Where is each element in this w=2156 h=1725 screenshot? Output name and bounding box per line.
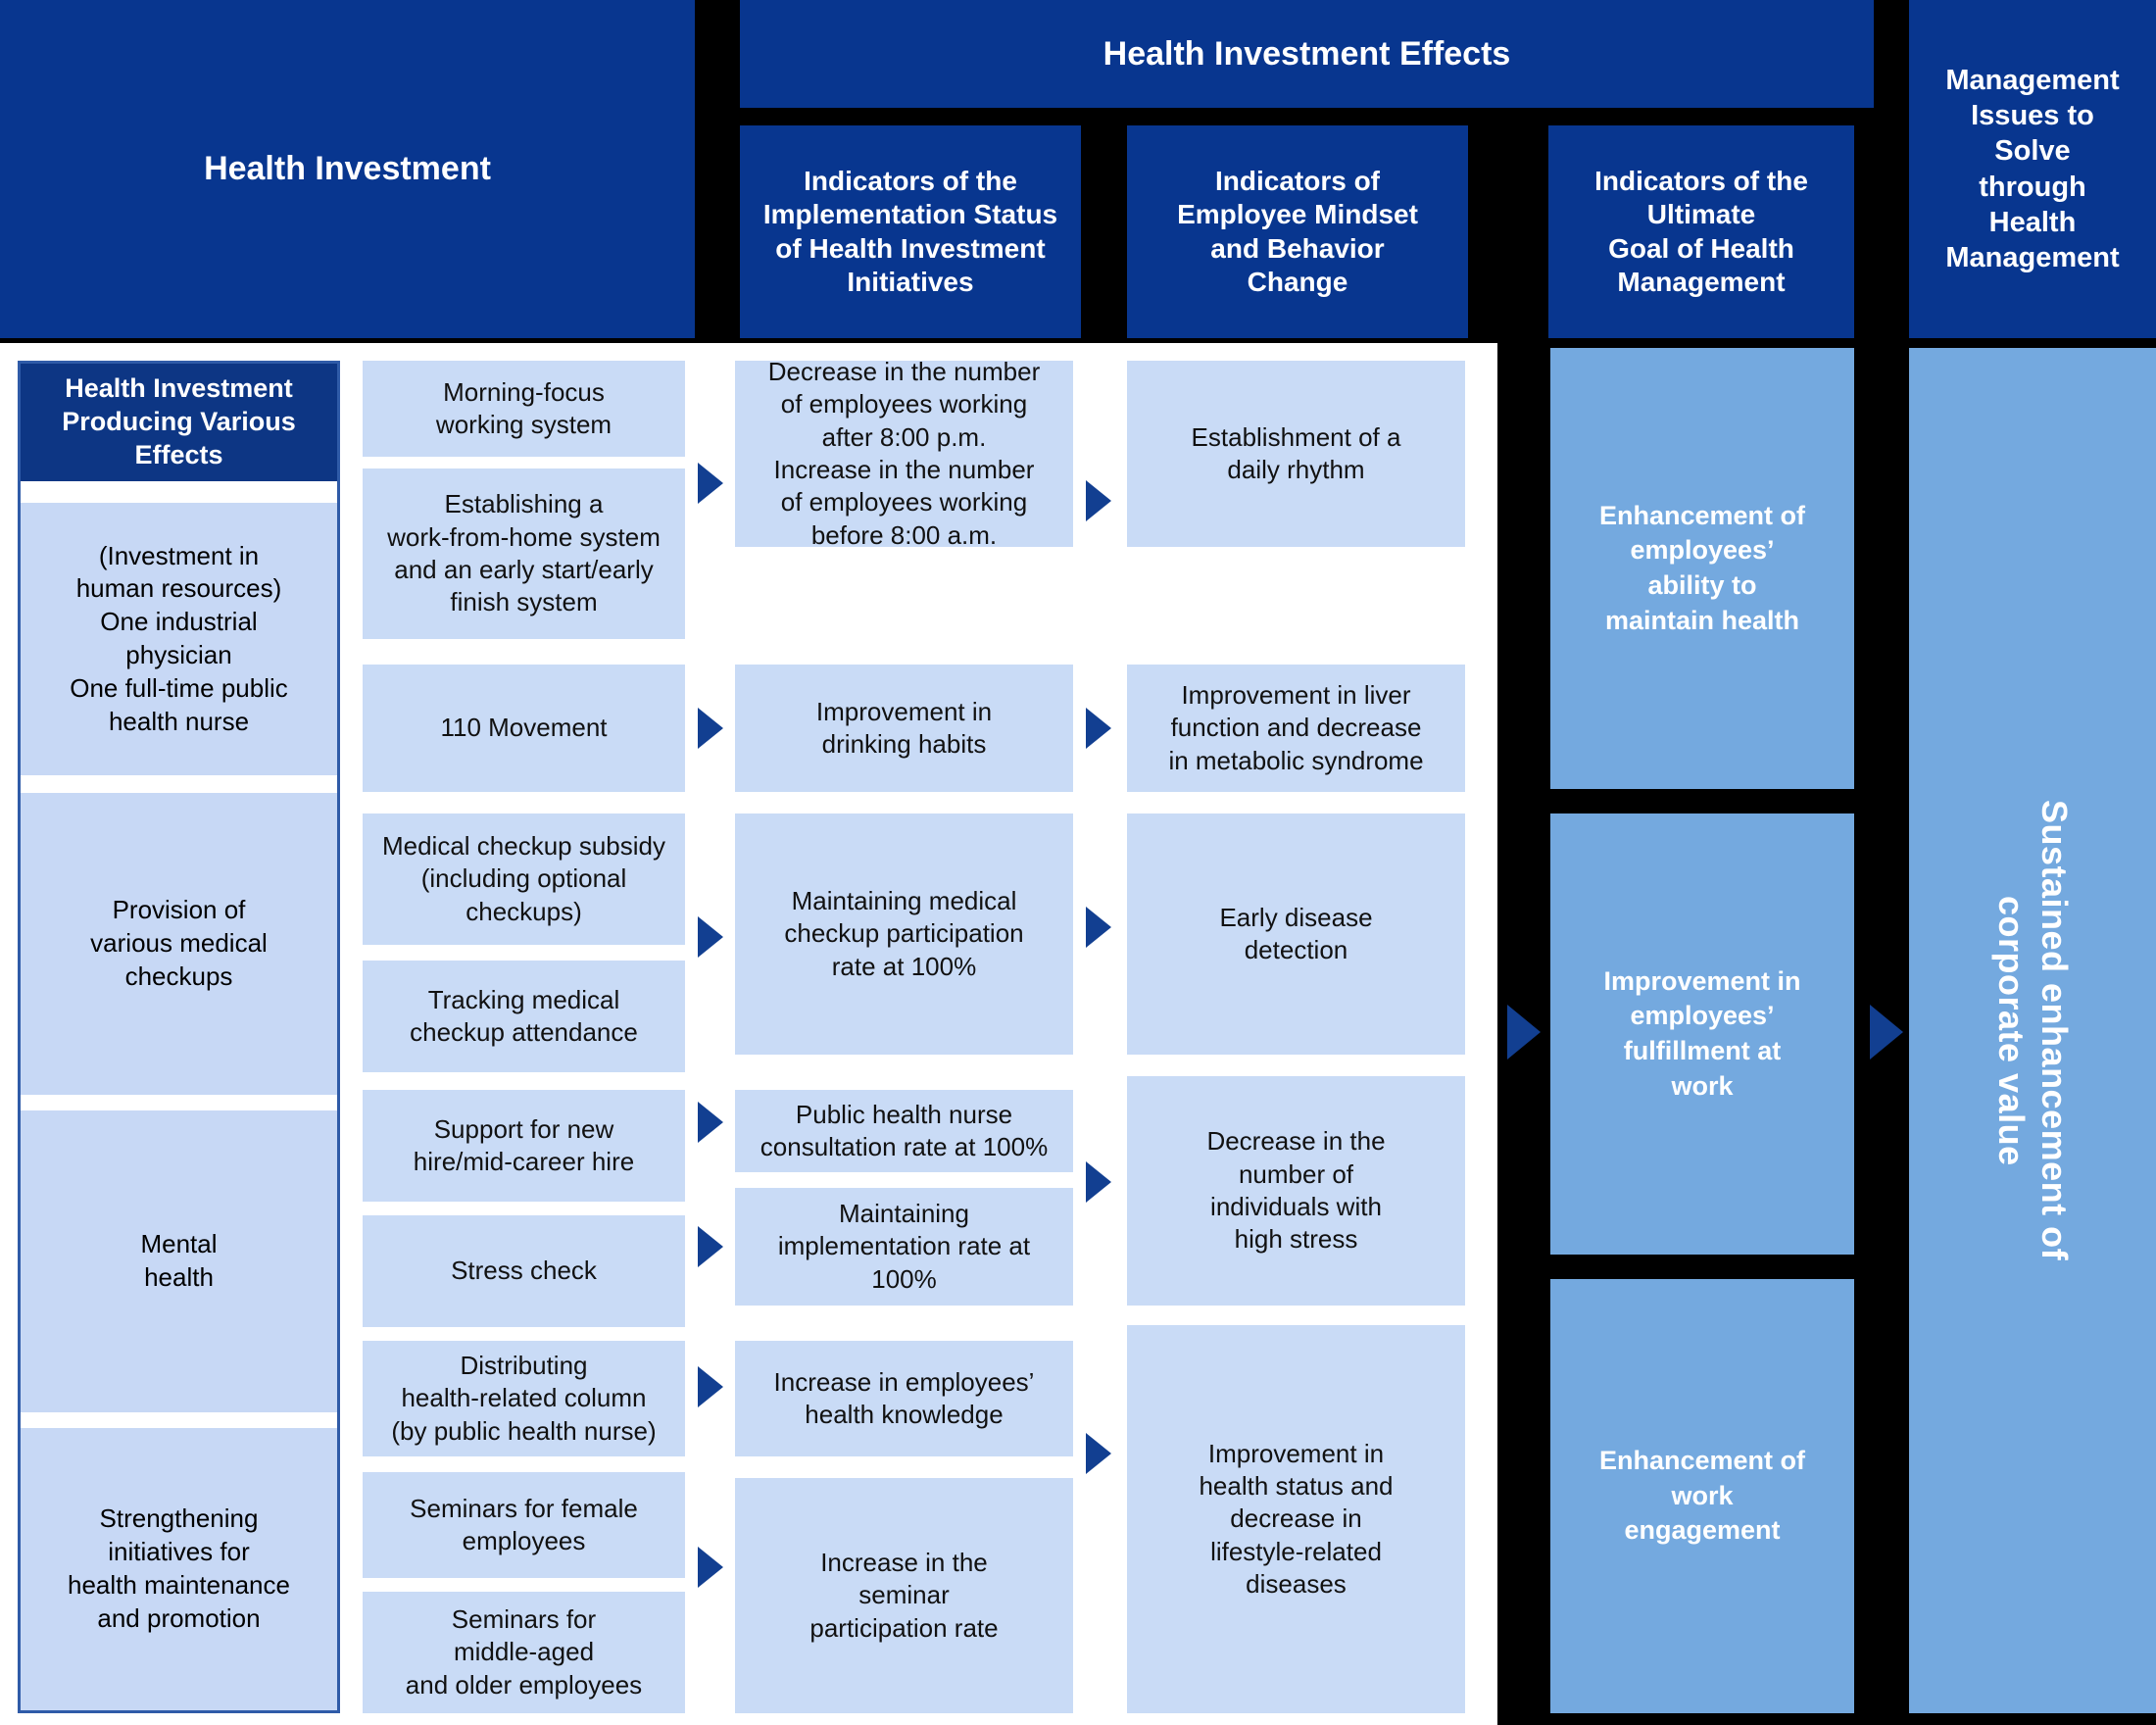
initiative-label: Seminars for female employees	[410, 1493, 638, 1555]
arrow-right-large-icon	[1507, 1005, 1541, 1060]
impl-indicator-working-hours[interactable]: Decrease in the number of employees work…	[735, 357, 1073, 550]
impl-indicator-label: Public health nurse consultation rate at…	[760, 1099, 1049, 1161]
header-employee-mindset-label: Indicators of Employee Mindset and Behav…	[1177, 166, 1418, 297]
category-item-label: Strengthening initiatives for health mai…	[68, 1503, 290, 1633]
initiative-seminars-middle-aged[interactable]: Seminars for middle-aged and older emplo…	[363, 1592, 685, 1713]
impl-indicator-label: Maintaining medical checkup participatio…	[784, 886, 1024, 981]
category-item-mental-health[interactable]: Mental health	[21, 1110, 337, 1412]
initiative-seminars-female[interactable]: Seminars for female employees	[363, 1472, 685, 1578]
initiative-label: Stress check	[451, 1256, 597, 1286]
sustained-corporate-value-label: Sustained enhancement of corporate value	[1991, 800, 2075, 1261]
mindset-indicator-daily-rhythm[interactable]: Establishment of a daily rhythm	[1127, 361, 1465, 547]
initiative-tracking-attendance[interactable]: Tracking medical checkup attendance	[363, 961, 685, 1072]
header-health-investment-label: Health Investment	[204, 150, 491, 187]
category-item-label: Provision of various medical checkups	[90, 895, 268, 991]
initiative-health-column[interactable]: Distributing health-related column (by p…	[363, 1341, 685, 1456]
initiative-morning-focus[interactable]: Morning-focus working system	[363, 361, 685, 457]
initiative-work-from-home[interactable]: Establishing a work-from-home system and…	[363, 468, 685, 639]
arrow-right-icon	[698, 916, 723, 958]
goal-label: Improvement in employees’ fulfillment at…	[1603, 965, 1801, 1101]
mindset-indicator-label: Improvement in liver function and decrea…	[1168, 680, 1424, 775]
header-health-investment: Health Investment	[0, 0, 695, 338]
category-item-label: Mental health	[140, 1229, 218, 1292]
arrow-right-icon	[1086, 708, 1111, 749]
category-column-title-label: Health Investment Producing Various Effe…	[62, 373, 296, 469]
header-implementation-status: Indicators of the Implementation Status …	[740, 125, 1081, 338]
category-item-human-resources[interactable]: (Investment in human resources) One indu…	[21, 503, 337, 775]
impl-indicator-health-knowledge[interactable]: Increase in employees’ health knowledge	[735, 1341, 1073, 1456]
arrow-right-icon	[698, 1366, 723, 1407]
arrow-right-icon	[698, 708, 723, 749]
arrow-right-icon	[698, 1547, 723, 1588]
goal-work-engagement[interactable]: Enhancement of work engagement	[1550, 1279, 1854, 1713]
category-item-label: (Investment in human resources) One indu…	[70, 540, 288, 736]
category-item-health-promotion[interactable]: Strengthening initiatives for health mai…	[21, 1428, 337, 1710]
impl-indicator-label: Increase in the seminar participation ra…	[809, 1548, 999, 1643]
category-column: Health Investment Producing Various Effe…	[18, 361, 340, 1713]
initiative-label: Establishing a work-from-home system and…	[387, 489, 661, 617]
impl-indicator-drinking-habits[interactable]: Improvement in drinking habits	[735, 665, 1073, 792]
impl-indicator-label: Maintaining implementation rate at 100%	[777, 1199, 1031, 1294]
arrow-right-icon	[698, 1226, 723, 1267]
arrow-right-icon	[1086, 1161, 1111, 1203]
mindset-indicator-label: Improvement in health status and decreas…	[1199, 1438, 1394, 1599]
category-item-medical-checkups[interactable]: Provision of various medical checkups	[21, 793, 337, 1095]
arrow-right-icon	[698, 1102, 723, 1143]
header-implementation-status-label: Indicators of the Implementation Status …	[762, 166, 1058, 297]
mindset-indicator-early-detection[interactable]: Early disease detection	[1127, 813, 1465, 1055]
goal-fulfillment-at-work[interactable]: Improvement in employees’ fulfillment at…	[1550, 813, 1854, 1255]
goal-ability-to-maintain-health[interactable]: Enhancement of employees’ ability to mai…	[1550, 348, 1854, 789]
mindset-indicator-label: Decrease in the number of individuals wi…	[1206, 1126, 1386, 1255]
initiative-label: Morning-focus working system	[435, 376, 612, 439]
goal-label: Enhancement of employees’ ability to mai…	[1598, 500, 1806, 635]
impl-indicator-label: Improvement in drinking habits	[815, 696, 993, 759]
arrow-right-icon	[1086, 1433, 1111, 1474]
initiative-label: Tracking medical checkup attendance	[410, 984, 638, 1047]
mindset-indicator-label: Establishment of a daily rhythm	[1191, 421, 1401, 484]
goal-label: Enhancement of work engagement	[1598, 1446, 1806, 1546]
impl-indicator-label: Increase in employees’ health knowledge	[773, 1366, 1035, 1429]
header-management-issues: Management Issues to Solve through Healt…	[1909, 0, 2156, 338]
impl-indicator-implementation-rate[interactable]: Maintaining implementation rate at 100%	[735, 1188, 1073, 1306]
mindset-indicator-high-stress[interactable]: Decrease in the number of individuals wi…	[1127, 1076, 1465, 1306]
initiative-checkup-subsidy[interactable]: Medical checkup subsidy (including optio…	[363, 813, 685, 945]
impl-indicator-seminar-participation[interactable]: Increase in the seminar participation ra…	[735, 1478, 1073, 1713]
mindset-indicator-label: Early disease detection	[1219, 902, 1373, 964]
header-management-issues-label: Management Issues to Solve through Healt…	[1945, 64, 2120, 273]
header-ultimate-goal: Indicators of the Ultimate Goal of Healt…	[1548, 125, 1854, 338]
initiative-label: Seminars for middle-aged and older emplo…	[405, 1604, 643, 1700]
header-health-investment-effects-label: Health Investment Effects	[1102, 34, 1511, 73]
initiative-new-hire-support[interactable]: Support for new hire/mid-career hire	[363, 1090, 685, 1202]
header-health-investment-effects: Health Investment Effects	[740, 0, 1874, 108]
initiative-label: 110 Movement	[440, 713, 608, 743]
impl-indicator-label: Decrease in the number of employees work…	[767, 357, 1041, 550]
category-column-title: Health Investment Producing Various Effe…	[21, 364, 337, 481]
initiative-label: Distributing health-related column (by p…	[391, 1351, 657, 1446]
arrow-right-icon	[1086, 480, 1111, 521]
initiative-110-movement[interactable]: 110 Movement	[363, 665, 685, 792]
mindset-indicator-lifestyle-diseases[interactable]: Improvement in health status and decreas…	[1127, 1325, 1465, 1713]
sustained-corporate-value-bar[interactable]: Sustained enhancement of corporate value	[1909, 348, 2156, 1713]
arrow-right-icon	[1086, 907, 1111, 948]
initiative-label: Medical checkup subsidy (including optio…	[381, 831, 666, 926]
arrow-right-large-icon	[1870, 1005, 1903, 1060]
header-employee-mindset: Indicators of Employee Mindset and Behav…	[1127, 125, 1468, 338]
impl-indicator-checkup-participation[interactable]: Maintaining medical checkup participatio…	[735, 813, 1073, 1055]
mindset-indicator-liver-function[interactable]: Improvement in liver function and decrea…	[1127, 665, 1465, 792]
arrow-right-icon	[698, 463, 723, 504]
initiative-label: Support for new hire/mid-career hire	[413, 1113, 635, 1176]
initiative-stress-check[interactable]: Stress check	[363, 1215, 685, 1327]
impl-indicator-nurse-consultation[interactable]: Public health nurse consultation rate at…	[735, 1090, 1073, 1172]
header-ultimate-goal-label: Indicators of the Ultimate Goal of Healt…	[1594, 166, 1808, 297]
